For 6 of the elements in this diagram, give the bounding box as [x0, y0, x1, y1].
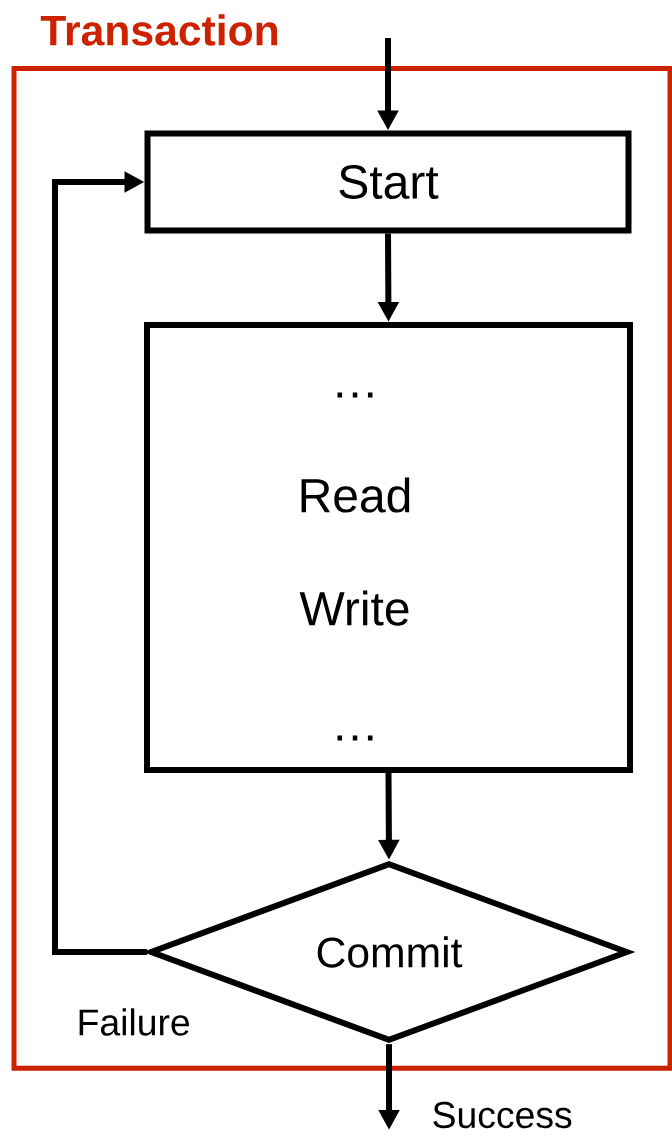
edge-label: Failure — [75, 1006, 193, 1038]
process-box: Start — [144, 130, 632, 234]
edge-label: Success — [430, 1100, 575, 1130]
arrow — [52, 171, 147, 955]
node-label: Transaction — [40, 14, 278, 46]
process-box: … Read Write … — [144, 322, 633, 773]
